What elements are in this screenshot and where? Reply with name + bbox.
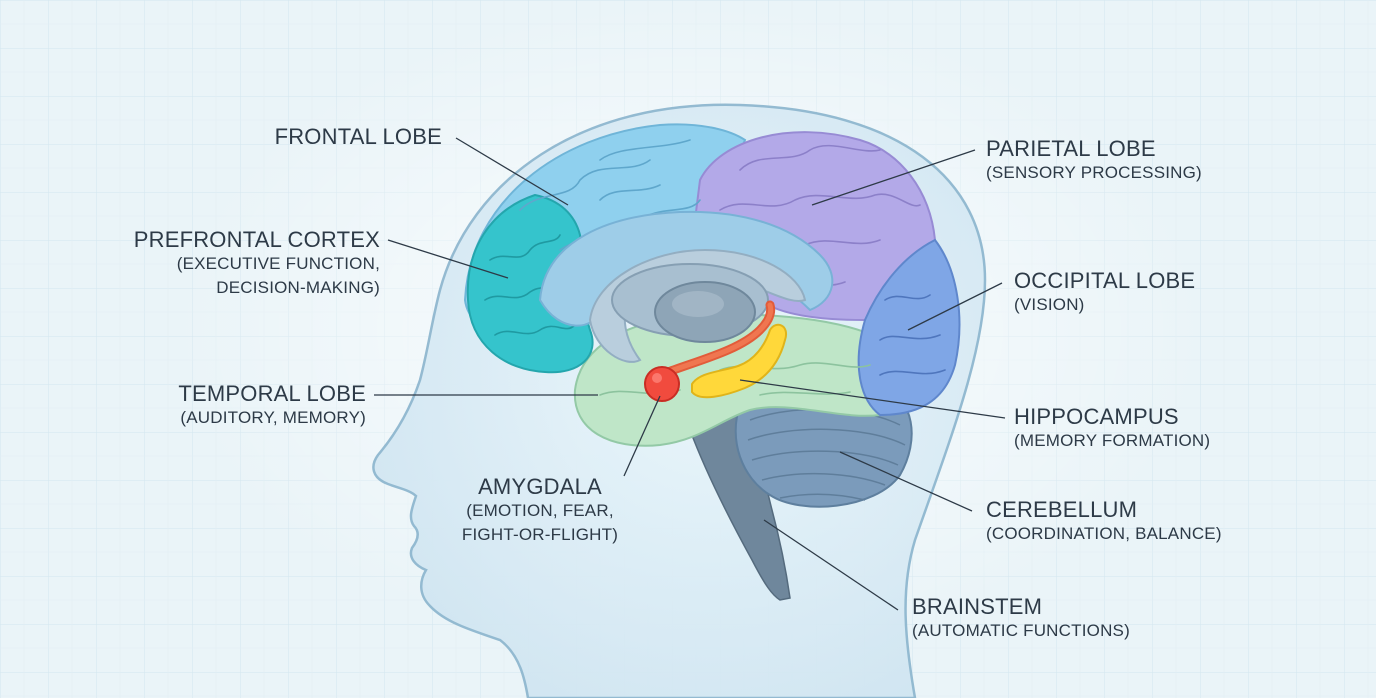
label-temporal-lobe: TEMPORAL LOBE (AUDITORY, MEMORY) [130,381,366,430]
leader-prefrontal [387,239,509,279]
label-prefrontal-sub1: (EXECUTIVE FUNCTION, [176,254,380,273]
label-brainstem-sub1: (AUTOMATIC FUNCTIONS) [912,621,1130,640]
leader-brainstem [763,519,899,611]
leader-frontal [455,137,569,206]
label-amygdala-sub1: (EMOTION, FEAR, [466,501,614,520]
leader-lines [374,137,1006,611]
leader-hippocampus [739,379,1006,419]
leader-cerebellum [839,451,973,512]
label-hippocampus-sub1: (MEMORY FORMATION) [1014,431,1211,450]
label-prefrontal-cortex: PREFRONTAL CORTEX (EXECUTIVE FUNCTION, D… [96,227,380,300]
label-occipital-lobe: OCCIPITAL LOBE (VISION) [1014,268,1195,317]
label-amygdala-sub2: FIGHT-OR-FLIGHT) [461,525,619,544]
label-brainstem-title: BRAINSTEM [912,594,1043,619]
amygdala [644,366,680,402]
label-amygdala-title: AMYGDALA [478,474,602,499]
label-cerebellum-title: CEREBELLUM [986,497,1138,522]
label-parietal-lobe: PARIETAL LOBE (SENSORY PROCESSING) [986,136,1202,185]
label-prefrontal-title: PREFRONTAL CORTEX [133,227,380,252]
label-frontal-lobe-title: FRONTAL LOBE [274,124,442,149]
label-cerebellum-sub1: (COORDINATION, BALANCE) [986,524,1222,543]
occipital-lobe [857,238,961,417]
label-parietal-title: PARIETAL LOBE [986,136,1156,161]
label-amygdala: AMYGDALA (EMOTION, FEAR, FIGHT-OR-FLIGHT… [440,474,640,547]
label-hippocampus-title: HIPPOCAMPUS [1014,404,1179,429]
label-prefrontal-sub2: DECISION-MAKING) [216,278,380,297]
thalamus-highlight [672,291,724,317]
label-occipital-title: OCCIPITAL LOBE [1014,268,1196,293]
leader-occipital [907,282,1003,331]
label-hippocampus: HIPPOCAMPUS (MEMORY FORMATION) [1014,404,1210,453]
leader-amygdala [623,395,661,477]
label-brainstem: BRAINSTEM (AUTOMATIC FUNCTIONS) [912,594,1130,643]
hippocampus [691,323,788,399]
label-temporal-sub1: (AUDITORY, MEMORY) [180,408,366,427]
label-occipital-sub1: (VISION) [1014,295,1085,314]
label-parietal-sub1: (SENSORY PROCESSING) [986,163,1202,182]
label-frontal-lobe: FRONTAL LOBE [240,124,442,149]
label-cerebellum: CEREBELLUM (COORDINATION, BALANCE) [986,497,1222,546]
label-temporal-title: TEMPORAL LOBE [178,381,366,406]
leader-parietal [811,149,976,206]
